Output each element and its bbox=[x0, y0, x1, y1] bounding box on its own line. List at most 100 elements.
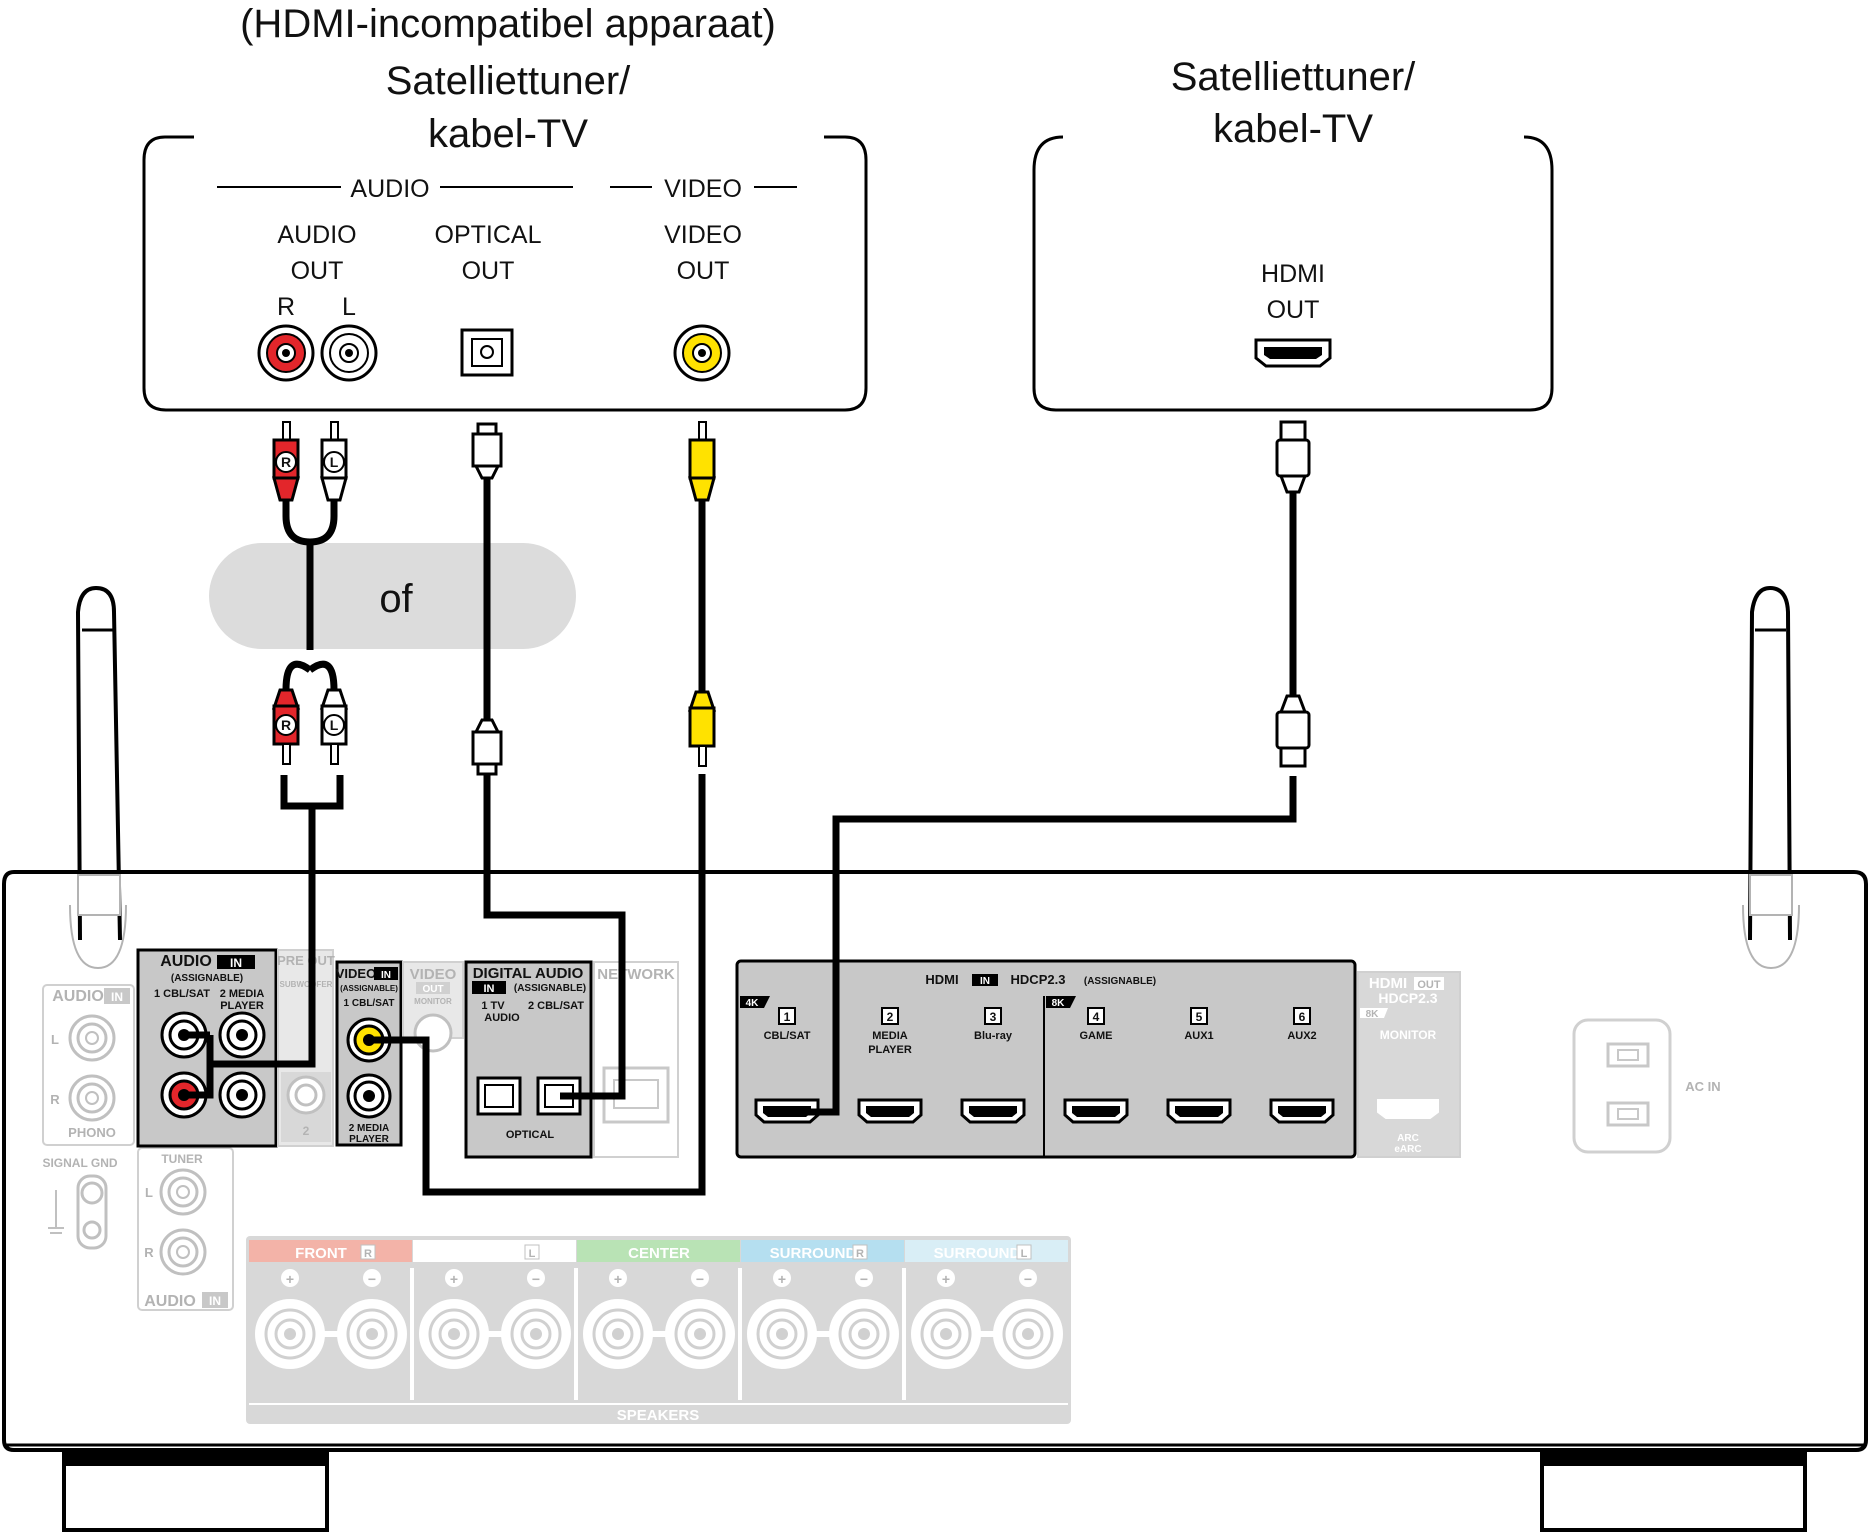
receiver-back-panel: AUDIO IN L R PHONO SIGNAL GND TUNER L bbox=[2, 585, 1868, 1532]
svg-text:AUX1: AUX1 bbox=[1184, 1030, 1213, 1042]
left-device-caption-line1: (HDMI-incompatibel apparaat) bbox=[240, 2, 776, 46]
svg-text:−: − bbox=[860, 1271, 868, 1287]
hdmi-in-3-jack-icon bbox=[960, 1098, 1026, 1124]
svg-text:FRONT: FRONT bbox=[295, 1245, 347, 1262]
svg-text:1 TV: 1 TV bbox=[481, 1000, 505, 1012]
svg-text:AC IN: AC IN bbox=[1685, 1079, 1720, 1094]
svg-text:2 CBL/SAT: 2 CBL/SAT bbox=[528, 1000, 584, 1012]
svg-text:5: 5 bbox=[1196, 1010, 1203, 1024]
svg-text:PLAYER: PLAYER bbox=[349, 1134, 389, 1145]
svg-text:−: − bbox=[1024, 1271, 1032, 1287]
hdmi-in-panel: HDMI IN HDCP2.3 (ASSIGNABLE) 4K 8K 1CBL/… bbox=[735, 959, 1357, 1159]
svg-text:L: L bbox=[529, 1248, 536, 1260]
hdmi-out-panel: HDMI OUT HDCP2.3 8K MONITOR ARC eARC bbox=[1357, 971, 1461, 1158]
speaker-terminal-plus-icon: + bbox=[255, 1269, 325, 1369]
svg-text:R: R bbox=[364, 1248, 372, 1260]
optical-in-1-jack-icon bbox=[476, 1076, 522, 1116]
svg-text:AUDIO: AUDIO bbox=[144, 1293, 196, 1310]
signal-gnd-terminal: SIGNAL GND bbox=[42, 1156, 118, 1250]
speaker-terminal-plus-icon: + bbox=[583, 1269, 653, 1369]
svg-text:HDMI: HDMI bbox=[925, 972, 958, 987]
audio-out-label-line1: AUDIO bbox=[277, 221, 356, 249]
optical-plug-top-icon bbox=[471, 422, 503, 480]
analog-audio-cable bbox=[282, 482, 338, 695]
or-label: of bbox=[379, 577, 413, 621]
svg-text:AUX2: AUX2 bbox=[1287, 1030, 1316, 1042]
svg-text:SPEAKERS: SPEAKERS bbox=[617, 1407, 700, 1424]
rca-jack-red-icon bbox=[257, 324, 315, 382]
svg-text:2: 2 bbox=[887, 1010, 894, 1024]
svg-text:GAME: GAME bbox=[1080, 1030, 1113, 1042]
optical-out-label-line2: OUT bbox=[462, 257, 515, 285]
rca-plug-yellow-top-icon bbox=[688, 421, 716, 502]
left-device-caption-line3: kabel-TV bbox=[428, 112, 588, 156]
hdmi-out-label-line1: HDMI bbox=[1261, 260, 1325, 288]
video-out-label-line2: OUT bbox=[677, 257, 730, 285]
video-in-2-jack-icon bbox=[346, 1073, 392, 1119]
svg-text:L: L bbox=[51, 1032, 59, 1047]
svg-text:FRONT: FRONT bbox=[459, 1245, 511, 1262]
hdmi-in-5-jack-icon bbox=[1166, 1098, 1232, 1124]
hdmi-in-2-jack-icon bbox=[857, 1098, 923, 1124]
right-device-caption-line1: Satelliettuner/ bbox=[1171, 55, 1416, 99]
svg-text:CBL/SAT: CBL/SAT bbox=[764, 1030, 811, 1042]
audio-in-panel: AUDIO IN (ASSIGNABLE) 1 CBL/SAT 2 MEDIA … bbox=[136, 948, 278, 1148]
svg-text:1 CBL/SAT: 1 CBL/SAT bbox=[344, 998, 395, 1009]
svg-text:PLAYER: PLAYER bbox=[220, 1000, 264, 1012]
svg-text:4K: 4K bbox=[746, 998, 760, 1009]
svg-text:eARC: eARC bbox=[1394, 1144, 1421, 1155]
svg-text:TUNER: TUNER bbox=[161, 1152, 203, 1166]
speaker-terminal-minus-icon: − bbox=[829, 1269, 899, 1369]
svg-text:PRE OUT: PRE OUT bbox=[277, 953, 335, 968]
svg-text:+: + bbox=[286, 1271, 294, 1287]
video-in-panel: VIDEO IN (ASSIGNABLE) 1 CBL/SAT 2 MEDIA … bbox=[335, 960, 403, 1147]
svg-text:L: L bbox=[330, 454, 339, 470]
svg-text:+: + bbox=[614, 1271, 622, 1287]
optical-cable bbox=[483, 470, 626, 1100]
right-device-caption-line2: kabel-TV bbox=[1213, 107, 1373, 151]
svg-text:IN: IN bbox=[980, 976, 990, 987]
speaker-terminal-minus-icon: − bbox=[993, 1269, 1063, 1369]
svg-text:4: 4 bbox=[1093, 1010, 1100, 1024]
svg-text:SUBWOOFER: SUBWOOFER bbox=[280, 980, 333, 989]
speaker-terminal-plus-icon: + bbox=[747, 1269, 817, 1369]
svg-text:HDCP2.3: HDCP2.3 bbox=[1378, 990, 1437, 1006]
svg-text:IN: IN bbox=[381, 970, 391, 981]
optical-jack-icon bbox=[460, 328, 514, 377]
antenna-right-icon bbox=[1742, 585, 1800, 970]
audio-out-label-line2: OUT bbox=[291, 257, 344, 285]
rca-jack-white-icon bbox=[320, 324, 378, 382]
rca-jack-yellow-icon bbox=[673, 324, 731, 382]
hdmi-out-label-line2: OUT bbox=[1267, 296, 1320, 324]
rca-plug-white-top-icon: L bbox=[320, 421, 348, 502]
channel-r-label: R bbox=[277, 293, 295, 321]
speaker-terminal-plus-icon: + bbox=[911, 1269, 981, 1369]
svg-text:IN: IN bbox=[111, 990, 123, 1004]
ac-in-socket: AC IN bbox=[1572, 1018, 1721, 1154]
hdmi-cable bbox=[786, 488, 1297, 1116]
svg-text:OUT: OUT bbox=[422, 984, 443, 995]
svg-text:AUDIO: AUDIO bbox=[52, 988, 104, 1005]
svg-text:PLAYER: PLAYER bbox=[868, 1044, 912, 1056]
svg-text:OPTICAL: OPTICAL bbox=[506, 1129, 555, 1141]
svg-text:PHONO: PHONO bbox=[68, 1125, 116, 1140]
svg-text:L: L bbox=[145, 1185, 153, 1200]
speaker-channel-3: CENTER+− bbox=[574, 1240, 740, 1400]
optical-out-label-line1: OPTICAL bbox=[435, 221, 542, 249]
svg-text:ARC: ARC bbox=[1397, 1133, 1419, 1144]
svg-text:1 CBL/SAT: 1 CBL/SAT bbox=[154, 988, 210, 1000]
svg-text:+: + bbox=[942, 1271, 950, 1287]
svg-text:−: − bbox=[532, 1271, 540, 1287]
svg-text:R: R bbox=[281, 454, 291, 470]
svg-text:2 MEDIA: 2 MEDIA bbox=[349, 1123, 390, 1134]
svg-text:VIDEO: VIDEO bbox=[410, 966, 457, 983]
svg-text:IN: IN bbox=[484, 983, 495, 995]
svg-text:8K: 8K bbox=[1052, 998, 1066, 1009]
rca-plug-yellow-bottom-icon bbox=[687, 690, 717, 767]
audio-group-label: AUDIO bbox=[350, 175, 429, 203]
